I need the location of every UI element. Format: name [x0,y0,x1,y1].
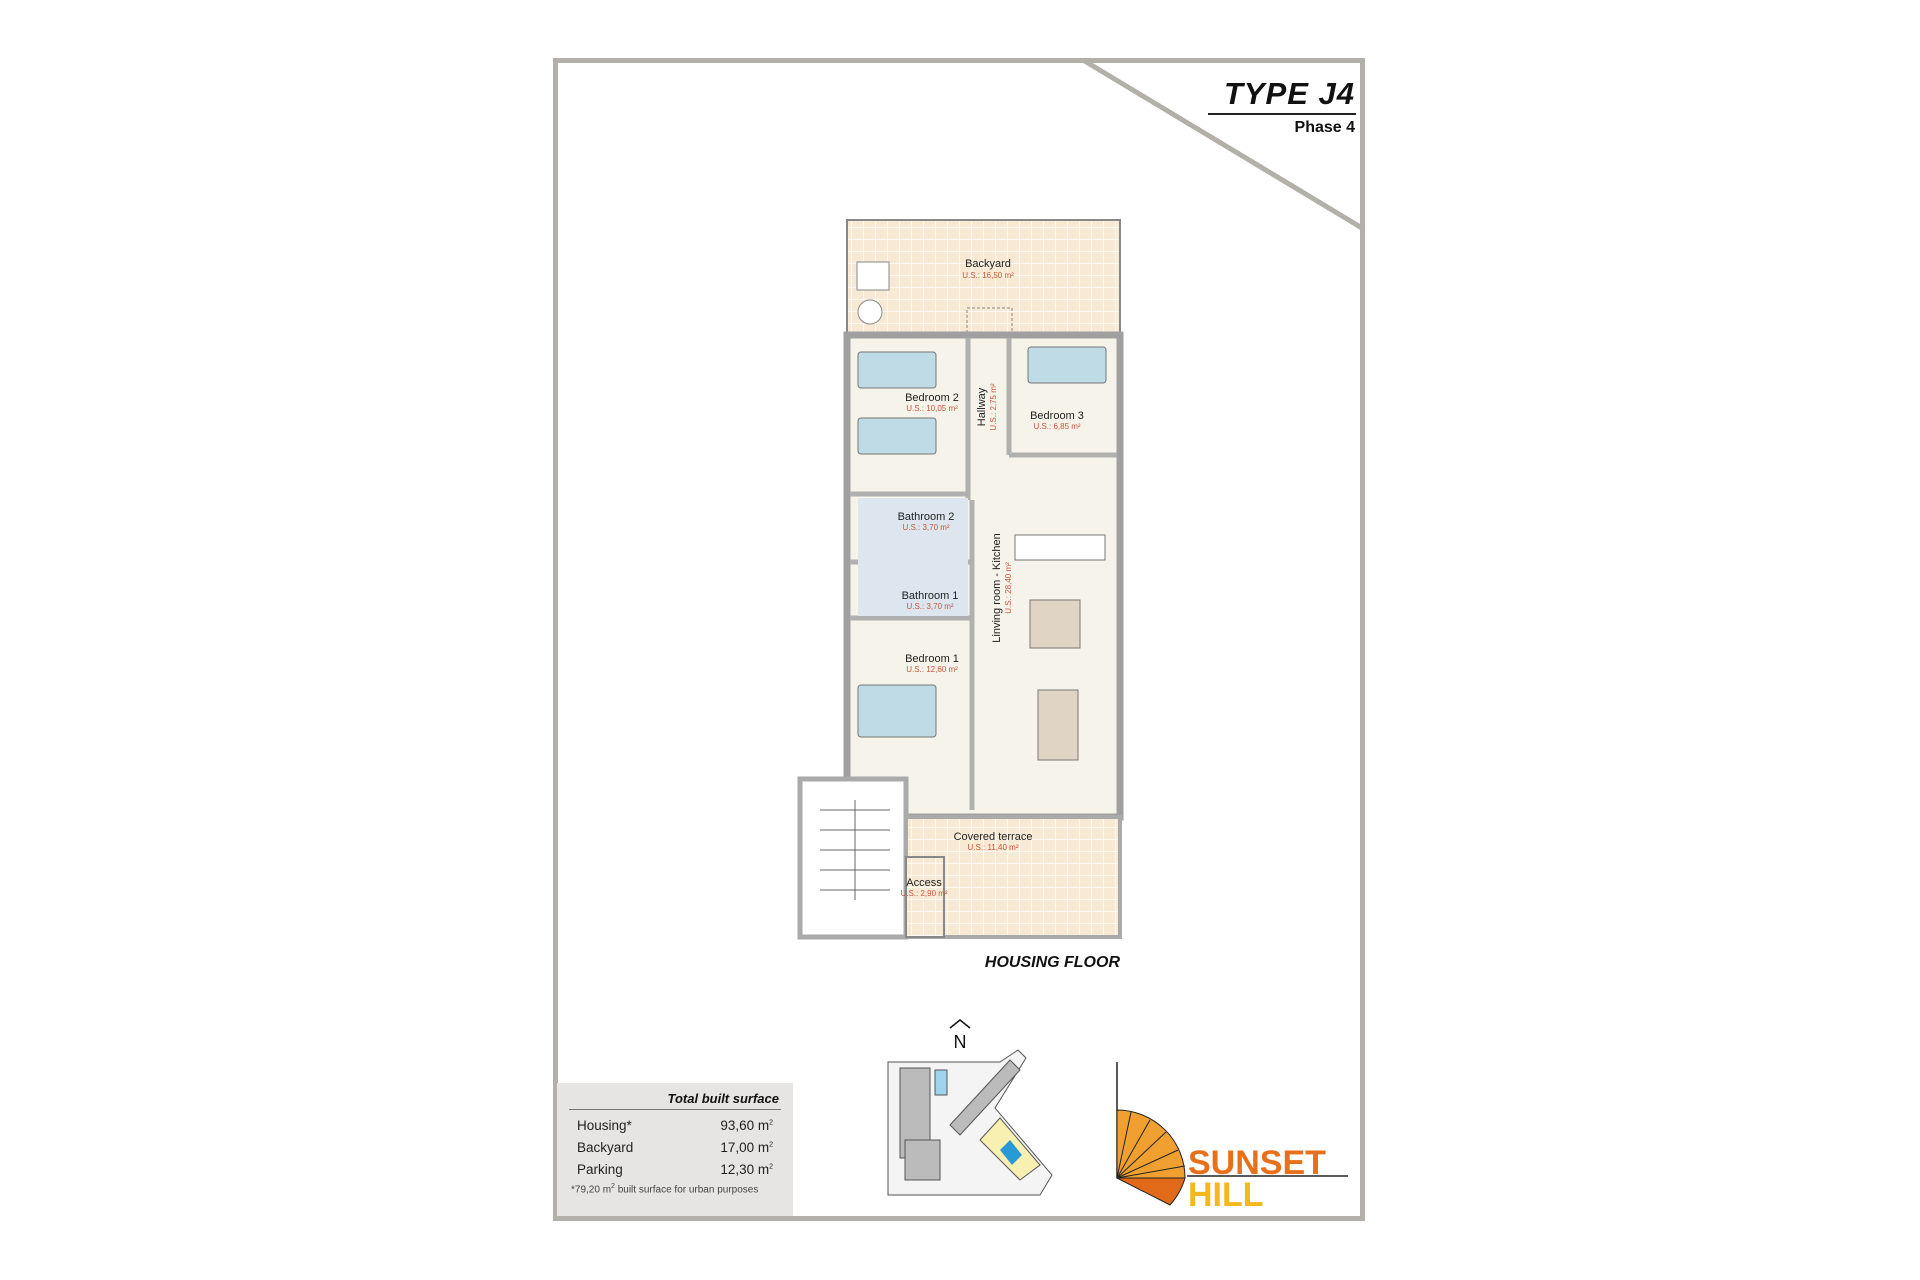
room-area: U.S.: 6,85 m² [1033,422,1080,431]
plan-type-title: TYPE J4 [1223,76,1355,111]
room-area: U.S.: 2,75 m² [989,383,998,430]
sunset-hill-logo: SUNSET HILL [1116,1062,1348,1214]
surface-footnote: *79,20 m2 built surface for urban purpos… [571,1183,759,1196]
room-label: Covered terrace [954,831,1033,843]
corner-diagonal [1081,57,1364,231]
site-plan: N [887,1019,1053,1196]
row-label: Parking [577,1162,623,1177]
room-label: Backyard [965,258,1011,270]
room-area: U.S.: 10,05 m² [906,404,958,413]
furniture [857,346,1109,929]
room-area: U.S.: 11,40 m² [968,843,1019,852]
row-value: 17,00 m2 [720,1140,773,1155]
row-label: Backyard [577,1140,634,1155]
room-area: U.S.: 3,70 m² [902,523,949,532]
surface-table: Total built surface Housing* 93,60 m2 Ba… [557,1083,793,1216]
surface-table-title: Total built surface [667,1091,779,1106]
surface-row: Backyard 17,00 m2 [577,1140,773,1155]
room-access [905,856,945,938]
svg-text:HILL: HILL [1188,1176,1264,1214]
room-area: U.S.: 16,50 m² [962,271,1014,280]
divider [569,1109,781,1110]
room-label: Linving room - Kitchen [991,533,1003,642]
room-label: Bathroom 2 [898,511,955,523]
stairwell [797,776,909,940]
room-area: U.S.: 12,60 m² [906,665,958,674]
phase-label: Phase 4 [1294,119,1355,136]
floor-label: HOUSING FLOOR [984,954,1120,971]
room-label: Access [906,877,942,889]
row-value: 12,30 m2 [720,1162,773,1177]
north-label: N [954,1032,967,1052]
row-label: Housing* [577,1118,632,1133]
room-label: Bedroom 2 [905,392,959,404]
room-label: Bedroom 3 [1030,410,1084,422]
title-underline [1208,113,1356,115]
room-area: U.S.: 28,40 m² [1004,562,1013,614]
north-arrow-icon [949,1019,971,1029]
room-label: Hallway [976,387,988,426]
interior-walls [850,338,1117,810]
room-area: U.S.: 3,70 m² [906,602,953,611]
surface-row: Parking 12,30 m2 [577,1162,773,1177]
room-label: Bathroom 1 [902,590,959,602]
room-area: U.S.: 2,90 m² [900,889,947,898]
svg-text:SUNSET: SUNSET [1188,1144,1326,1182]
room-label: Bedroom 1 [905,653,959,665]
bathroom-floor [858,498,968,616]
room-backyard [846,219,1121,339]
surface-row: Housing* 93,60 m2 [577,1118,773,1133]
row-value: 93,60 m2 [720,1118,773,1133]
